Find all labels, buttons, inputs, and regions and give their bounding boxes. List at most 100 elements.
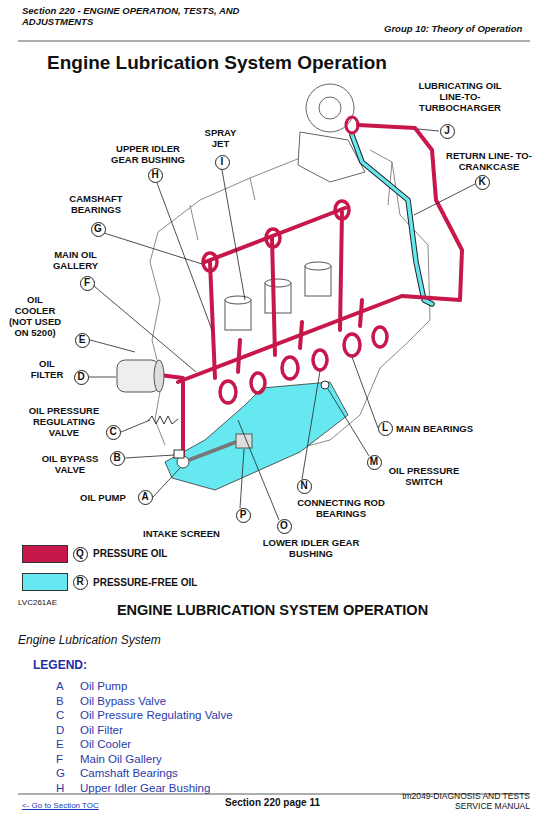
footer-manual: tm2049-DIAGNOSIS AND TESTS SERVICE MANUA…	[385, 791, 530, 811]
leader-line	[157, 183, 212, 330]
valve	[174, 450, 184, 458]
part-name: MAIN BEARINGS	[396, 423, 473, 434]
callout-circle: G	[91, 222, 106, 237]
label-text: Upper Idler Gear Bushing	[80, 782, 210, 794]
pressure-oil-line	[160, 117, 462, 458]
leader-line	[328, 389, 369, 456]
bearing-loop	[313, 350, 327, 370]
callout-letter: P	[240, 510, 247, 520]
oil-pan	[165, 382, 348, 490]
label-text: Engine Lubrication System	[18, 633, 161, 647]
callout-circle: P	[236, 508, 251, 523]
legend-letter: A	[56, 680, 64, 693]
callout-circle: O	[277, 519, 292, 534]
callout-letter: G	[94, 224, 102, 234]
leader-line	[240, 449, 244, 508]
legend-heading: LEGEND:	[33, 658, 87, 672]
title-text: Engine Lubrication System Operation	[47, 52, 387, 73]
label-text: E	[56, 738, 64, 750]
callout-circle: M	[367, 455, 382, 470]
legend-item: Oil Cooler	[80, 738, 131, 751]
bearing-loop	[203, 201, 387, 403]
callout-circle: Q	[73, 547, 88, 562]
leader-line	[121, 420, 150, 432]
oil-pump	[189, 442, 236, 460]
leader-line	[414, 184, 475, 215]
return-line	[352, 135, 432, 304]
figure-code: LVC261AE	[18, 597, 57, 608]
leader-line	[94, 286, 196, 372]
part-name: OIL COOLER (NOT USED ON 5200)	[7, 294, 63, 338]
callout-letter: I	[221, 157, 224, 167]
label-text: Oil Cooler	[80, 738, 131, 750]
legend-item: Oil Pressure Regulating Valve	[80, 709, 233, 722]
label-text: Oil Bypass Valve	[80, 695, 166, 707]
callout-letter: A	[141, 492, 148, 502]
label-text: <- Go to Section TOC	[22, 801, 99, 810]
leader-line	[90, 340, 135, 352]
callout-letter: R	[76, 577, 83, 587]
callout-circle: F	[80, 276, 95, 291]
legend-item: Oil Filter	[80, 724, 123, 737]
callout-letter: N	[300, 481, 307, 491]
callout-letter: D	[77, 372, 84, 382]
part-name: CONNECTING ROD BEARINGS	[294, 497, 388, 519]
label-text: MAIN OIL GALLERY	[53, 249, 98, 271]
bearing-loop	[203, 253, 217, 271]
callout-circle: R	[73, 575, 88, 590]
legend-letter: E	[56, 738, 64, 751]
callout-circle: J	[440, 124, 455, 139]
label-text: OIL COOLER (NOT USED ON 5200)	[9, 294, 61, 338]
label-text: OIL PRESSURE SWITCH	[389, 465, 460, 487]
leader-line	[125, 455, 174, 458]
bearing-loop	[282, 357, 298, 379]
callout-circle: H	[148, 168, 163, 183]
return-line	[352, 135, 432, 304]
callout-circle: B	[110, 451, 125, 466]
legend-text: PRESSURE OIL	[93, 548, 167, 560]
label-text: B	[56, 695, 64, 707]
callout-circle: E	[75, 333, 90, 348]
bearing-loop	[344, 334, 360, 356]
oil-filter	[117, 360, 159, 392]
bearing-loop	[251, 373, 265, 393]
callout-letter: Q	[76, 549, 84, 559]
label-text: INTAKE SCREEN	[143, 528, 220, 539]
bearing-loop	[335, 201, 349, 219]
bearing-loop	[373, 327, 387, 347]
part-name: MAIN OIL GALLERY	[48, 249, 103, 271]
return-line	[352, 135, 432, 304]
label-text: OIL PUMP	[80, 492, 126, 503]
callout-letter: H	[151, 170, 158, 180]
bearing-loop	[266, 229, 280, 247]
legend-letter: G	[56, 767, 65, 780]
legend-text: PRESSURE-FREE OIL	[93, 577, 197, 589]
label-text: F	[56, 753, 63, 765]
leader-line	[153, 468, 180, 497]
legend-letter: D	[56, 724, 64, 737]
label-text: Oil Pressure Regulating Valve	[80, 709, 233, 721]
legend-item: Camshaft Bearings	[80, 767, 178, 780]
pressure-oil-line	[210, 212, 342, 378]
leader-line	[89, 129, 475, 520]
valve	[148, 416, 178, 424]
part-name: OIL PRESSURE REGULATING VALVE	[25, 405, 103, 438]
leader-line	[104, 233, 202, 264]
label-text: Section 220 page 11	[225, 797, 320, 808]
legend-item: Oil Bypass Valve	[80, 695, 166, 708]
label-text: Oil Pump	[80, 680, 127, 692]
caption-text: ENGINE LUBRICATION SYSTEM OPERATION	[117, 602, 428, 618]
legend-swatch	[22, 573, 68, 591]
piston	[305, 262, 331, 270]
legend-letter: B	[56, 695, 64, 708]
label-text: C	[56, 709, 64, 721]
piston	[265, 279, 291, 287]
valve	[148, 381, 329, 458]
callout-letter: K	[478, 177, 485, 187]
leader-line	[222, 170, 245, 300]
oil-pan	[165, 382, 348, 490]
label-text: SPRAY JET	[205, 127, 237, 149]
part-name: LOWER IDLER GEAR BUSHING	[259, 537, 363, 559]
part-name: OIL FILTER	[27, 358, 67, 380]
callout-letter: J	[444, 126, 450, 136]
